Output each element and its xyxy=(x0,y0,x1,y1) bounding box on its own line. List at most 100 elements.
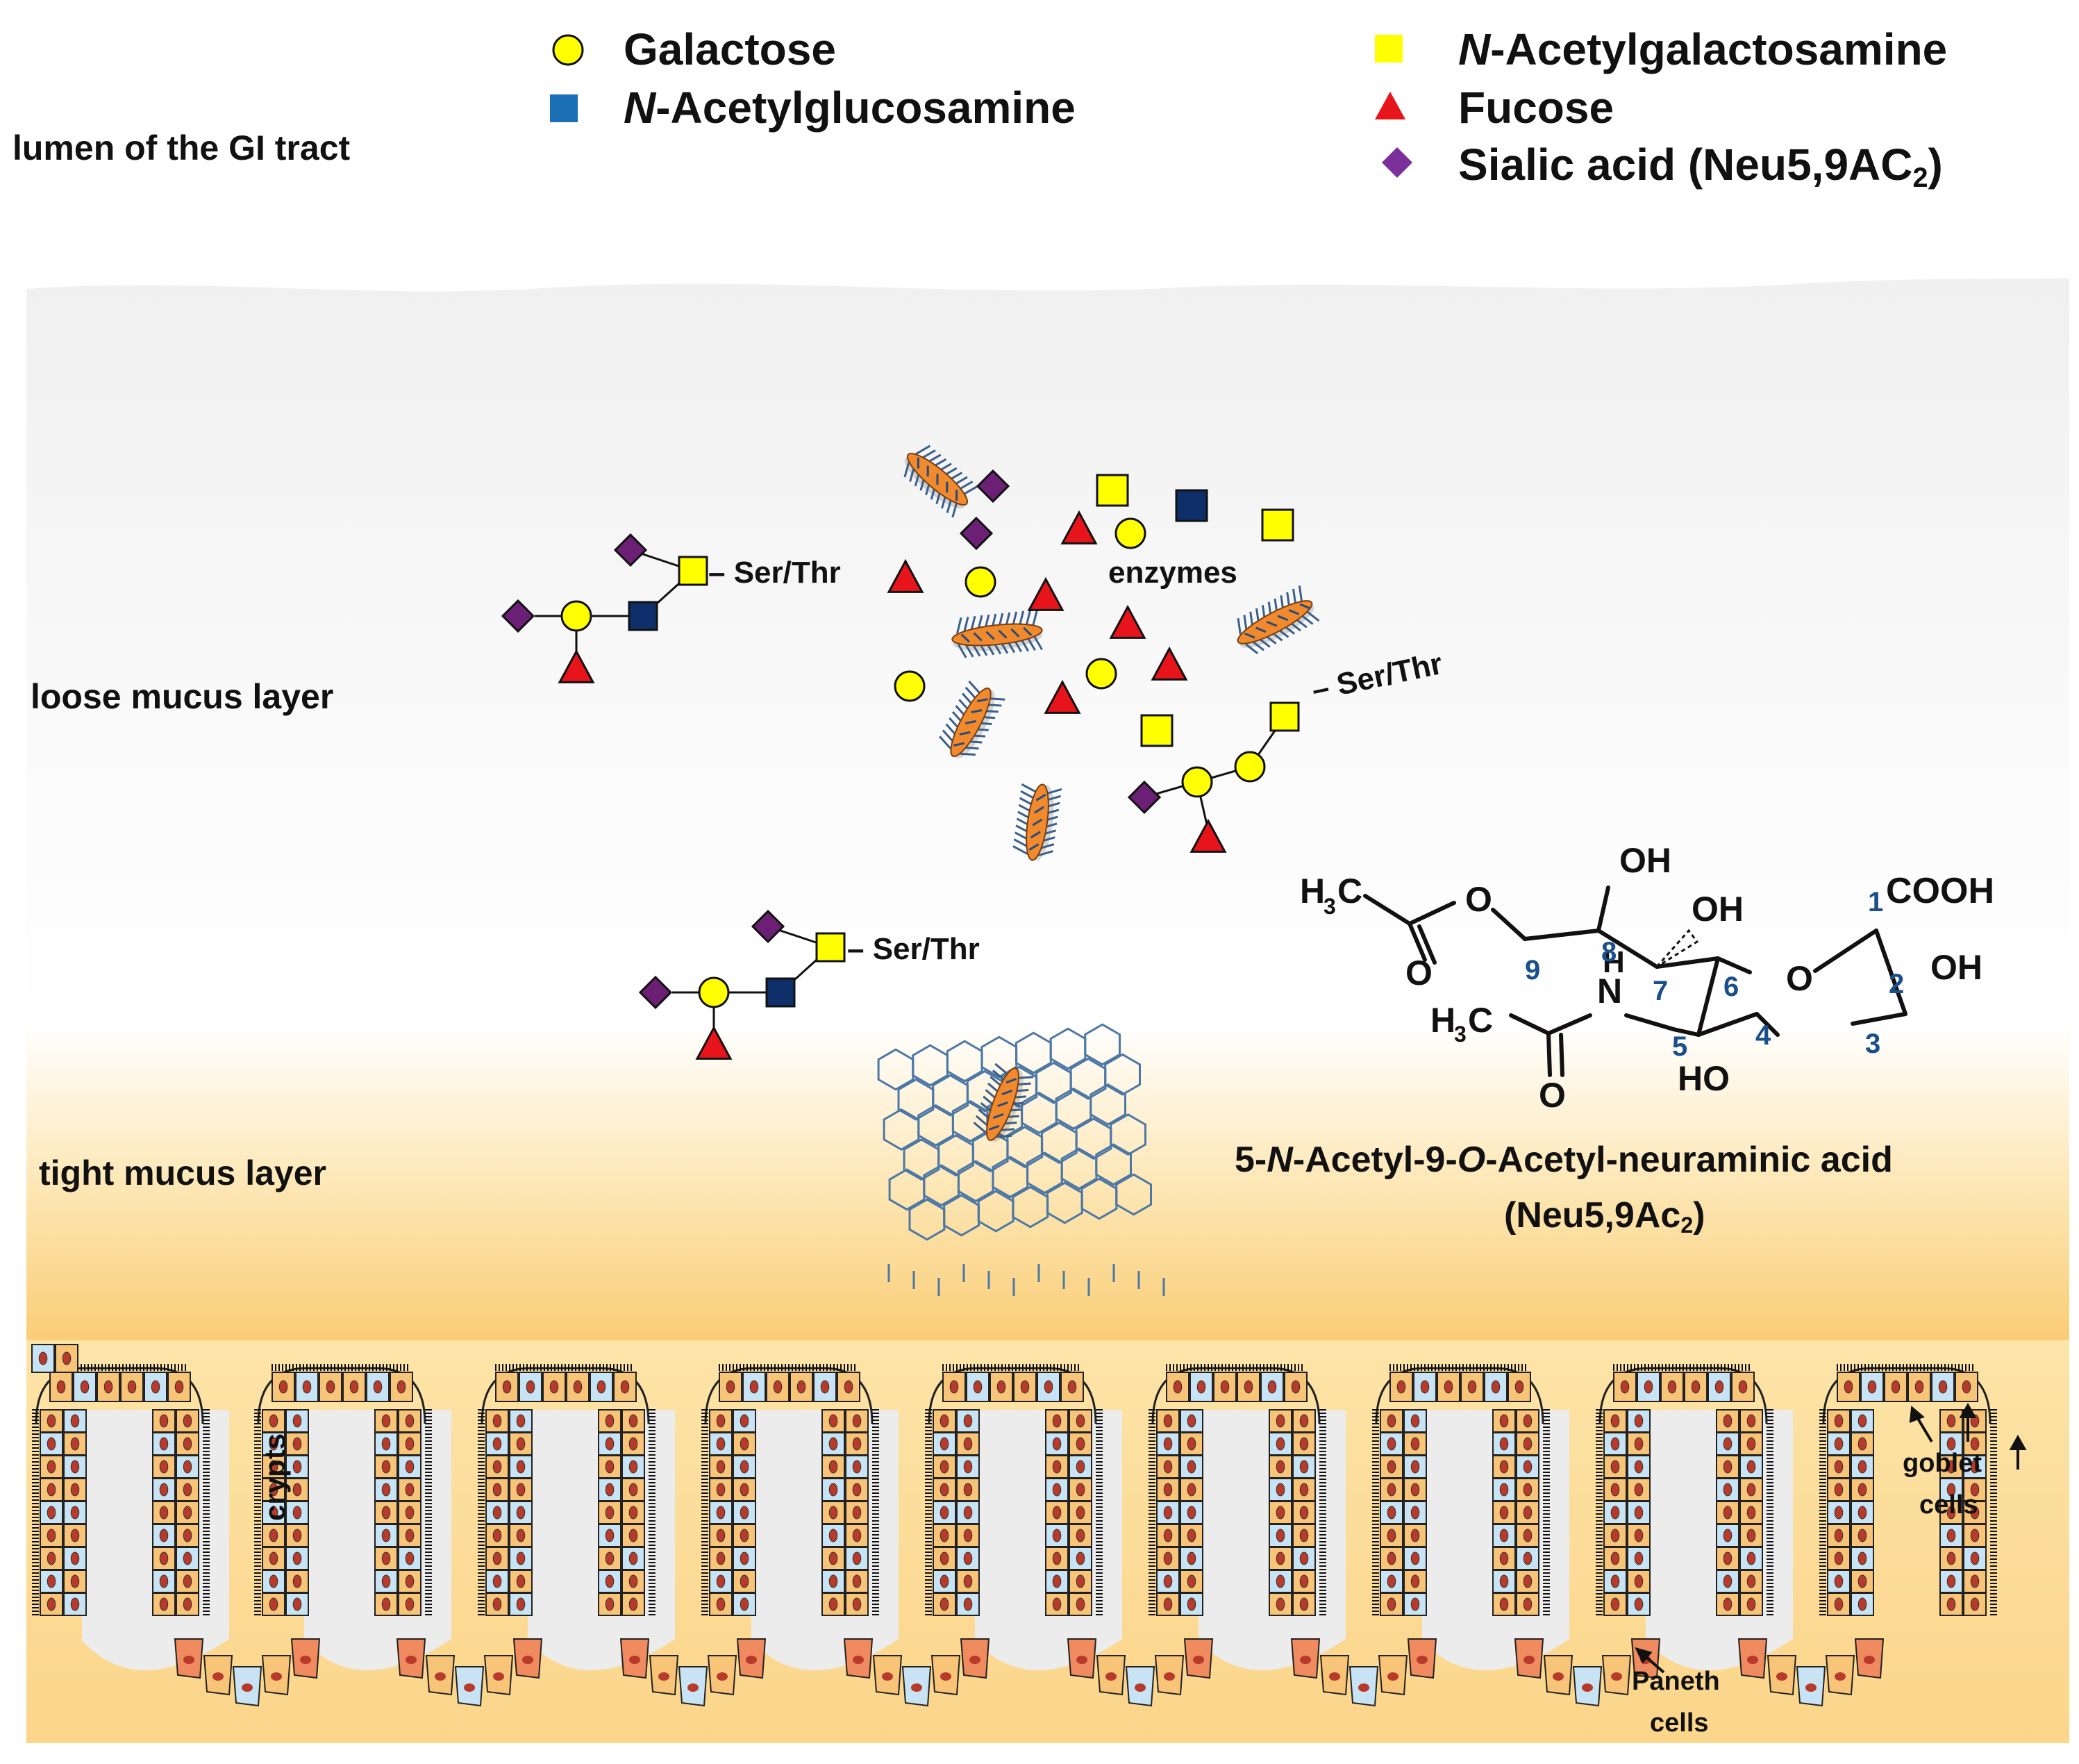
enterocyte-cell xyxy=(709,1478,733,1501)
microvilli xyxy=(425,1409,432,1615)
epithelial-cell xyxy=(1180,1455,1203,1479)
enterocyte-cell xyxy=(390,1372,413,1402)
galnac-symbol xyxy=(1140,714,1174,747)
enterocyte-cell xyxy=(1603,1592,1627,1616)
epithelial-cell xyxy=(285,1592,309,1616)
enterocyte-cell xyxy=(1684,1372,1708,1402)
carbon-number: 4 xyxy=(1755,1020,1771,1051)
goblet-cell xyxy=(398,1455,421,1479)
carbon-number: 5 xyxy=(1672,1031,1687,1062)
enterocyte-cell xyxy=(1380,1547,1403,1570)
enterocyte-cell xyxy=(621,1409,645,1433)
epithelial-cell xyxy=(1716,1455,1739,1479)
enterocyte-cell xyxy=(1827,1409,1851,1433)
goblet-cell xyxy=(485,1570,509,1593)
enterocyte-cell xyxy=(398,1524,421,1547)
epithelial-cell xyxy=(1627,1409,1651,1433)
enterocyte-cell xyxy=(1731,1372,1755,1402)
bond-line xyxy=(1851,1012,1907,1026)
epithelial-cell xyxy=(598,1524,621,1547)
bacterium xyxy=(951,609,1043,658)
enterocyte-cell xyxy=(1963,1501,1987,1524)
enterocyte-cell xyxy=(1292,1409,1316,1433)
bond-line xyxy=(1509,1013,1551,1035)
name-italic-o: O xyxy=(1457,1140,1486,1180)
epithelial-cell xyxy=(598,1592,621,1616)
goblet-cell xyxy=(1637,1372,1660,1402)
enterocyte-cell xyxy=(425,1655,456,1696)
microvilli xyxy=(478,1409,485,1615)
enzymes-label: enzymes xyxy=(1108,556,1237,590)
goblet-cell xyxy=(262,1432,285,1456)
enterocyte-cell xyxy=(176,1524,199,1547)
goblet-cell xyxy=(1380,1501,1403,1524)
enterocyte-cell xyxy=(262,1547,285,1570)
epithelial-cell xyxy=(1269,1501,1292,1524)
epithelial-cell xyxy=(1180,1501,1203,1524)
epithelial-cell xyxy=(1627,1592,1651,1616)
sialic-label-main: Sialic acid (Neu5,9AC xyxy=(1458,140,1913,190)
enterocyte-cell xyxy=(1460,1372,1484,1402)
epithelial-cell xyxy=(1403,1455,1427,1479)
paneth-cell xyxy=(1290,1638,1321,1679)
fucose-symbol xyxy=(558,649,595,683)
goblet-cell xyxy=(1413,1372,1437,1402)
bond-line xyxy=(1596,885,1610,933)
sialic-acid-symbol xyxy=(501,599,535,633)
enterocyte-cell xyxy=(933,1455,956,1479)
goblet-cell xyxy=(1069,1455,1092,1479)
goblet-cell xyxy=(709,1432,733,1456)
epithelial-cell xyxy=(821,1524,845,1547)
enterocyte-cell xyxy=(621,1592,645,1616)
goblet-cell xyxy=(678,1666,708,1707)
glcnac-symbol xyxy=(1175,489,1208,522)
epithelial-cell xyxy=(1716,1524,1739,1547)
enterocyte-cell xyxy=(709,1409,733,1433)
epithelial-cell xyxy=(1939,1547,1963,1570)
enterocyte-cell xyxy=(1156,1524,1180,1547)
goblet-cell xyxy=(1931,1372,1955,1402)
epithelial-cell xyxy=(1851,1524,1874,1547)
goblet-cell xyxy=(709,1570,733,1593)
paneth-label-line1: Paneth xyxy=(1632,1667,1720,1696)
goblet-cell xyxy=(1796,1666,1826,1707)
epithelial-cell xyxy=(1851,1432,1874,1456)
goblet-cell xyxy=(933,1570,956,1593)
epithelial-cell xyxy=(1492,1570,1516,1593)
enterocyte-cell xyxy=(1660,1372,1684,1402)
epithelial-cell xyxy=(1045,1570,1069,1593)
goblet-cell xyxy=(1603,1570,1627,1593)
goblet-cell xyxy=(1156,1570,1180,1593)
name-part: -Acetyl-neuraminic acid xyxy=(1485,1140,1893,1180)
ser-thr-label-3: – Ser/Thr xyxy=(847,932,980,966)
sialic-acid-symbol xyxy=(751,909,785,944)
paneth-label-line2: cells xyxy=(1650,1708,1709,1738)
enterocyte-cell xyxy=(1166,1372,1189,1402)
atom-label: C xyxy=(1468,1001,1493,1040)
mucin-hexagon xyxy=(1104,1053,1141,1096)
epithelial-cell xyxy=(956,1478,980,1501)
enterocyte-cell xyxy=(398,1570,421,1593)
epithelial-cell xyxy=(956,1524,980,1547)
enterocyte-cell xyxy=(933,1524,956,1547)
carbon-number: 1 xyxy=(1868,887,1883,917)
paneth-cell xyxy=(960,1638,990,1679)
epithelial-cell xyxy=(1180,1547,1203,1570)
enterocyte-cell xyxy=(1378,1655,1408,1696)
bond-line xyxy=(1813,929,1878,973)
epithelial-cell xyxy=(1716,1570,1739,1593)
enterocyte-cell xyxy=(845,1592,869,1616)
microvilli xyxy=(925,1409,932,1615)
enterocyte-cell xyxy=(1516,1524,1539,1547)
epithelial-cell xyxy=(63,1455,87,1479)
microvilli xyxy=(719,1364,855,1371)
epithelial-cell xyxy=(1180,1478,1203,1501)
atom-label: H xyxy=(1603,945,1625,979)
bond-line xyxy=(1716,956,1752,974)
epithelial-cell xyxy=(1716,1501,1739,1524)
carbon-number: 9 xyxy=(1525,955,1540,985)
enterocyte-cell xyxy=(1603,1547,1627,1570)
epithelial-cell xyxy=(733,1547,756,1570)
enterocyte-cell xyxy=(1827,1547,1851,1570)
enterocyte-cell xyxy=(933,1478,956,1501)
